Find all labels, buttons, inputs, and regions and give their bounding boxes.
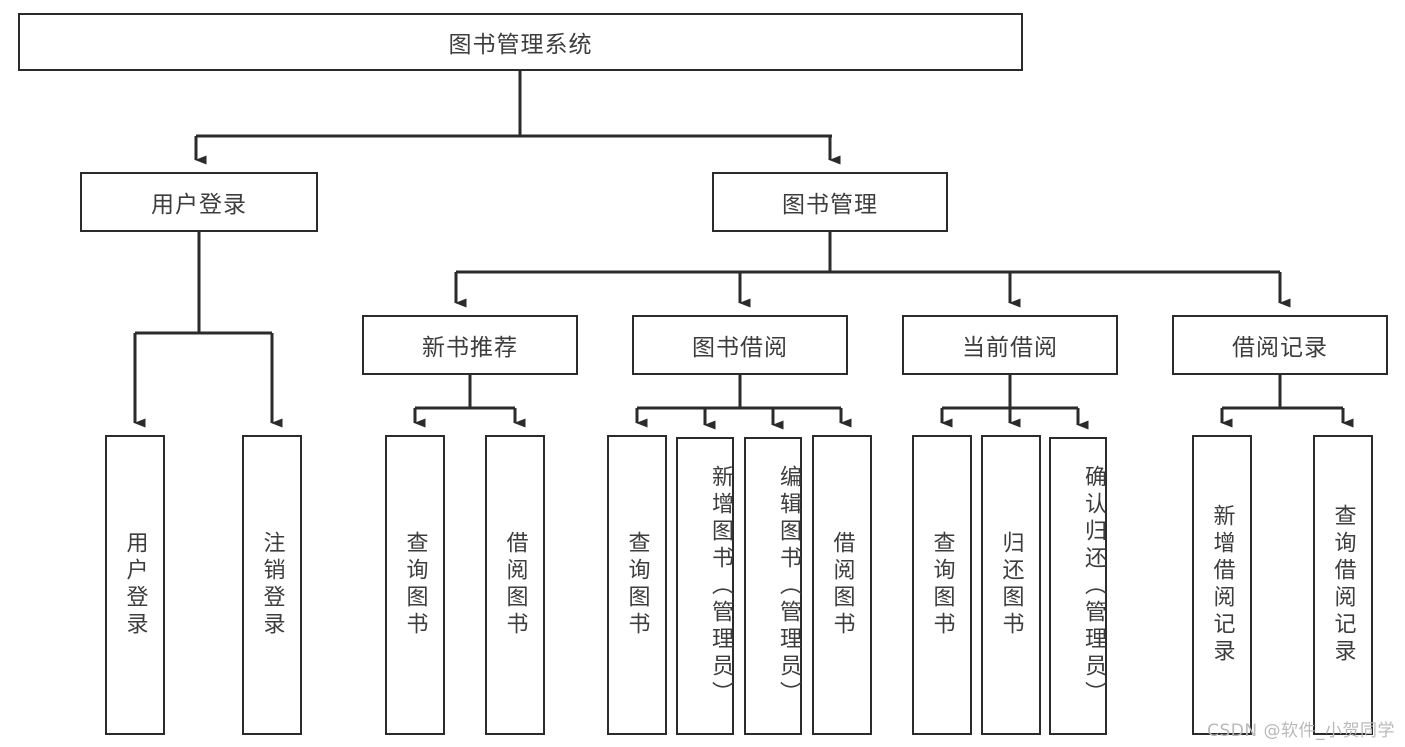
node-leaf-query-record-label: 查询借阅记录 (1330, 504, 1356, 666)
node-leaf-query-book-nr-label: 查询图书 (402, 531, 428, 639)
node-current-borrow-label: 当前借阅 (962, 335, 1058, 361)
node-leaf-add-book-admin[interactable]: 新增图书（管理员） (676, 437, 734, 735)
node-leaf-add-record[interactable]: 新增借阅记录 (1192, 435, 1252, 735)
node-leaf-user-login-label: 用户登录 (122, 531, 148, 639)
node-leaf-borrow-book-bb[interactable]: 借阅图书 (812, 435, 872, 735)
node-leaf-query-book-nr[interactable]: 查询图书 (385, 435, 445, 735)
csdn-watermark: CSDN @软件_小贺同学 (1207, 721, 1395, 741)
node-user-login[interactable]: 用户登录 (80, 172, 318, 232)
node-book-manage[interactable]: 图书管理 (712, 172, 948, 232)
node-leaf-return-book-label: 归还图书 (998, 531, 1024, 639)
node-leaf-borrow-book-nr[interactable]: 借阅图书 (485, 435, 545, 735)
node-leaf-query-book-bb[interactable]: 查询图书 (607, 435, 667, 735)
node-leaf-add-record-label: 新增借阅记录 (1209, 504, 1235, 666)
node-leaf-query-record[interactable]: 查询借阅记录 (1313, 435, 1373, 735)
node-leaf-user-login[interactable]: 用户登录 (105, 435, 165, 735)
node-leaf-edit-book-admin-label: 编辑图书（管理员） (776, 464, 801, 708)
node-leaf-user-logout[interactable]: 注销登录 (242, 435, 302, 735)
node-borrow-record[interactable]: 借阅记录 (1172, 315, 1388, 375)
node-book-borrow[interactable]: 图书借阅 (632, 315, 848, 375)
node-book-manage-label: 图书管理 (782, 192, 878, 218)
node-current-borrow[interactable]: 当前借阅 (902, 315, 1118, 375)
node-leaf-query-book-cb[interactable]: 查询图书 (912, 435, 972, 735)
node-leaf-query-book-bb-label: 查询图书 (624, 531, 650, 639)
node-leaf-borrow-book-nr-label: 借阅图书 (502, 531, 528, 639)
node-leaf-confirm-return-label: 确认归还（管理员） (1081, 464, 1106, 708)
node-leaf-add-book-admin-label: 新增图书（管理员） (708, 464, 733, 708)
node-leaf-edit-book-admin[interactable]: 编辑图书（管理员） (744, 437, 802, 735)
node-root[interactable]: 图书管理系统 (18, 13, 1023, 71)
node-new-book-recommend-label: 新书推荐 (422, 335, 518, 361)
node-leaf-query-book-cb-label: 查询图书 (929, 531, 955, 639)
node-new-book-recommend[interactable]: 新书推荐 (362, 315, 578, 375)
node-leaf-confirm-return[interactable]: 确认归还（管理员） (1049, 437, 1107, 735)
node-root-label: 图书管理系统 (448, 32, 593, 58)
node-user-login-label: 用户登录 (151, 192, 247, 218)
node-leaf-borrow-book-bb-label: 借阅图书 (829, 531, 855, 639)
node-borrow-record-label: 借阅记录 (1232, 335, 1328, 361)
node-leaf-return-book[interactable]: 归还图书 (981, 435, 1041, 735)
node-book-borrow-label: 图书借阅 (692, 335, 788, 361)
node-leaf-user-logout-label: 注销登录 (259, 531, 285, 639)
